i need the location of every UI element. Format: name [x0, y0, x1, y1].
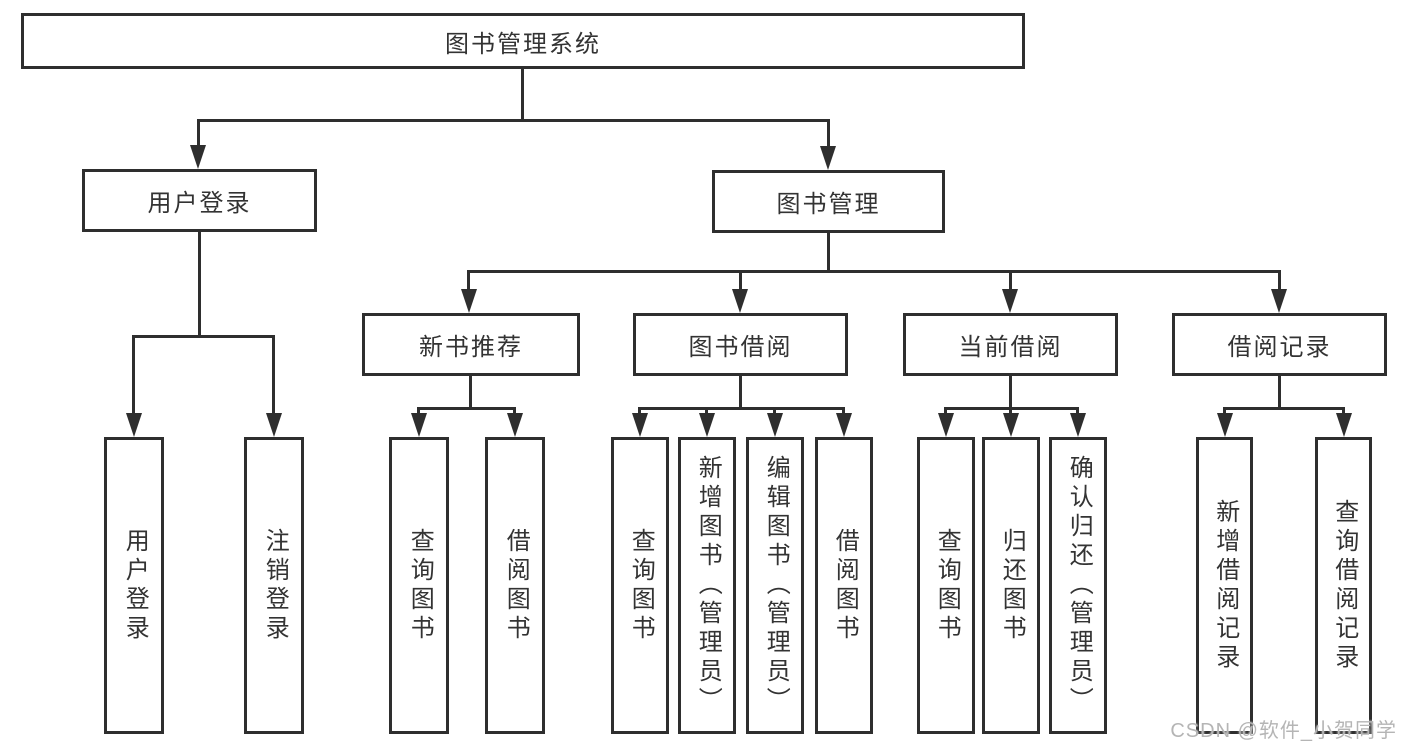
connector-line — [1076, 407, 1079, 417]
connector-line — [132, 335, 135, 415]
connector-line — [1009, 376, 1012, 409]
arrow-down-icon — [461, 289, 477, 313]
connector-line — [132, 335, 275, 338]
arrow-down-icon — [266, 413, 282, 437]
node-current-borrowing: 当前借阅 — [903, 313, 1118, 376]
arrow-down-icon — [732, 289, 748, 313]
leaf-query-books-borrowing: 查询图书 — [611, 437, 669, 734]
leaf-user-login: 用户登录 — [104, 437, 164, 734]
arrow-down-icon — [820, 146, 836, 170]
arrow-down-icon — [938, 413, 954, 437]
arrow-down-icon — [507, 413, 523, 437]
leaf-query-books-current: 查询图书 — [917, 437, 975, 734]
leaf-borrow-books-borrowing: 借阅图书 — [815, 437, 873, 734]
arrow-down-icon — [632, 413, 648, 437]
connector-line — [469, 376, 472, 409]
connector-line — [842, 407, 845, 417]
leaf-query-borrow-record: 查询借阅记录 — [1315, 437, 1372, 734]
connector-line — [467, 270, 470, 290]
connector-line — [739, 376, 742, 409]
node-user-login: 用户登录 — [82, 169, 317, 232]
arrow-down-icon — [1271, 289, 1287, 313]
connector-line — [705, 407, 708, 417]
node-book-borrowing: 图书借阅 — [633, 313, 848, 376]
arrow-down-icon — [699, 413, 715, 437]
connector-line — [827, 233, 830, 272]
arrow-down-icon — [1217, 413, 1233, 437]
connector-line — [944, 407, 947, 417]
arrow-down-icon — [1002, 289, 1018, 313]
connector-line — [272, 335, 275, 415]
connector-line — [1009, 270, 1012, 290]
connector-line — [417, 407, 516, 410]
connector-line — [198, 232, 201, 337]
leaf-query-books-recommend: 查询图书 — [389, 437, 449, 734]
leaf-return-books: 归还图书 — [982, 437, 1040, 734]
leaf-add-borrow-record: 新增借阅记录 — [1196, 437, 1253, 734]
arrow-down-icon — [1336, 413, 1352, 437]
arrow-down-icon — [836, 413, 852, 437]
connector-line — [1223, 407, 1345, 410]
node-book-management: 图书管理 — [712, 170, 945, 233]
arrow-down-icon — [411, 413, 427, 437]
connector-line — [467, 270, 1281, 273]
connector-line — [739, 270, 742, 290]
connector-line — [513, 407, 516, 417]
connector-line — [1342, 407, 1345, 417]
connector-line — [197, 119, 200, 147]
connector-line — [417, 407, 420, 417]
arrow-down-icon — [1003, 413, 1019, 437]
arrow-down-icon — [126, 413, 142, 437]
leaf-borrow-books-recommend: 借阅图书 — [485, 437, 545, 734]
connector-line — [1278, 270, 1281, 290]
leaf-add-book-admin: 新增图书（管理员） — [678, 437, 736, 734]
node-new-book-recommendation: 新书推荐 — [362, 313, 580, 376]
node-library-management-system: 图书管理系统 — [21, 13, 1025, 69]
connector-line — [197, 119, 830, 122]
connector-line — [1278, 376, 1281, 409]
leaf-confirm-return-admin: 确认归还（管理员） — [1049, 437, 1107, 734]
connector-line — [1223, 407, 1226, 417]
connector-line — [638, 407, 845, 410]
connector-line — [638, 407, 641, 417]
connector-line — [1009, 407, 1012, 417]
arrow-down-icon — [1070, 413, 1086, 437]
connector-line — [521, 69, 524, 121]
connector-line — [827, 119, 830, 148]
node-borrowing-records: 借阅记录 — [1172, 313, 1387, 376]
arrow-down-icon — [190, 145, 206, 169]
arrow-down-icon — [767, 413, 783, 437]
csdn-watermark: CSDN @软件_小贺同学 — [1170, 720, 1397, 742]
leaf-edit-book-admin: 编辑图书（管理员） — [746, 437, 804, 734]
leaf-logout: 注销登录 — [244, 437, 304, 734]
connector-line — [773, 407, 776, 417]
